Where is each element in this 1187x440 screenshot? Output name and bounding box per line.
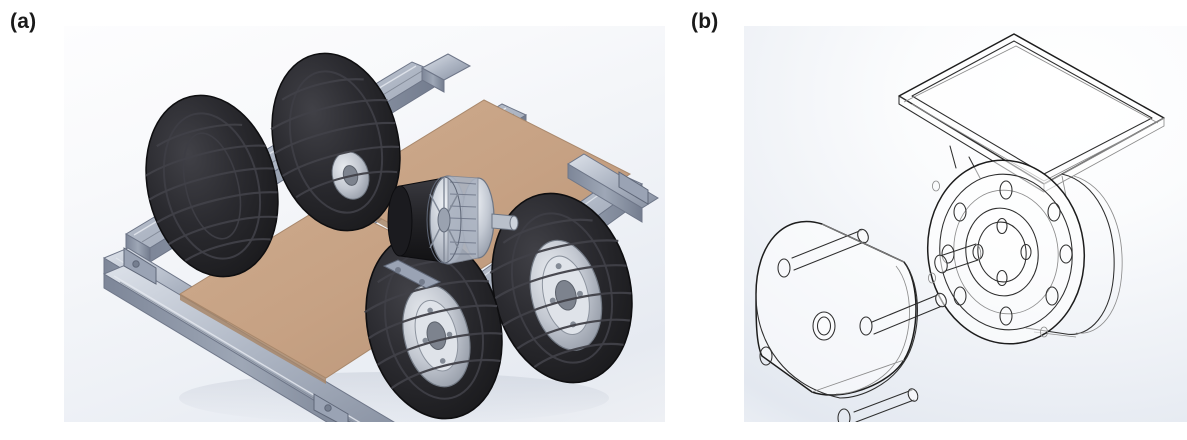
rover-chassis-drawing — [102, 52, 659, 422]
pilot-hole — [927, 180, 1049, 338]
end-cap-plate — [755, 220, 947, 422]
drive-motor-assembly — [382, 175, 519, 289]
corner-bracket — [123, 171, 649, 422]
panel-label-b: (b) — [691, 10, 719, 33]
motor-exploded-drawing: .ln { fill:none; stroke:#2e2e2e; stroke-… — [755, 33, 1165, 422]
bolt-hole-outer — [941, 180, 1073, 326]
wheel-front-right — [489, 192, 633, 384]
panel-b-motor-exploded-view: .ln { fill:none; stroke:#2e2e2e; stroke-… — [744, 26, 1187, 422]
frame-rail-top-short — [420, 53, 472, 93]
frame-rail-lower-left — [102, 263, 395, 422]
cap-mounting-hole — [759, 258, 873, 422]
center-bore — [812, 311, 836, 341]
wheel-front-left — [364, 232, 503, 420]
motor-body — [926, 159, 1123, 345]
panel-a-rover-chassis-render — [64, 26, 665, 422]
wheel-rear-left-inner — [270, 52, 401, 232]
wheel-rear-left — [145, 94, 279, 278]
panel-label-a: (a) — [10, 10, 37, 33]
standoff-pin — [791, 228, 947, 422]
output-shaft — [934, 243, 982, 274]
